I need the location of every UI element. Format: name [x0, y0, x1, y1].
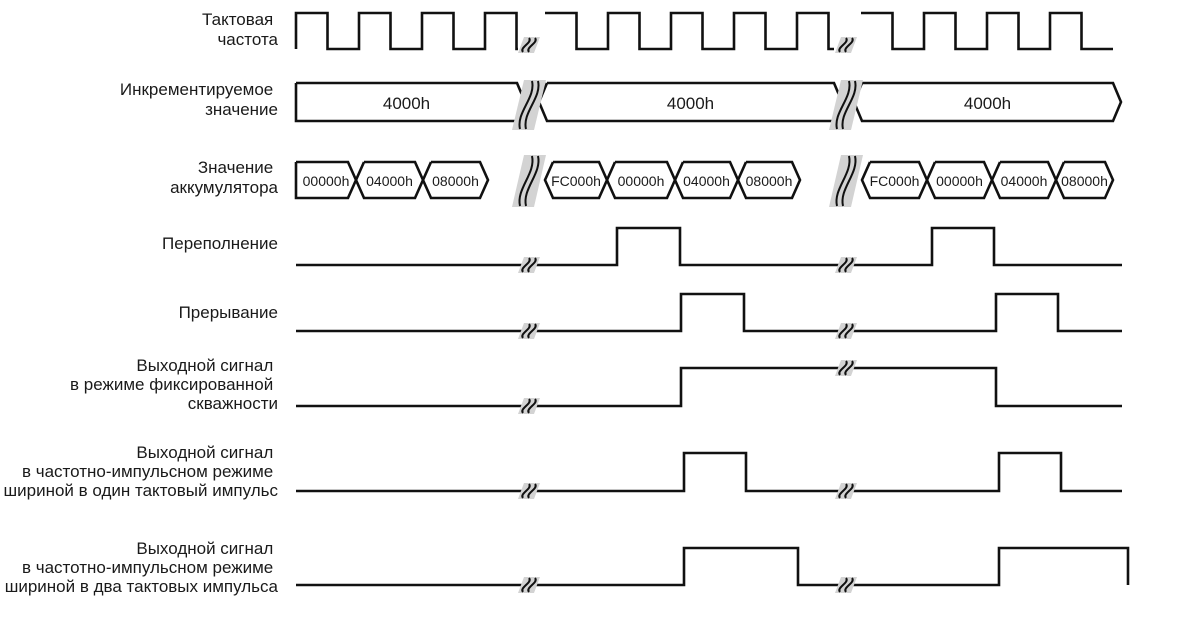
accumulator-cell — [294, 160, 358, 200]
label-accumulator-value: Значение аккумулятора — [170, 158, 278, 197]
accumulator-value: FC000h — [870, 173, 920, 189]
accumulator-cell — [925, 160, 994, 200]
accumulator-value: 00000h — [936, 173, 983, 189]
label-overflow: Переполнение — [162, 234, 278, 253]
accumulator-value: 00000h — [618, 173, 665, 189]
break-marker — [829, 155, 863, 207]
break-marker — [835, 360, 857, 376]
break-marker — [835, 483, 857, 499]
accumulator-value: 04000h — [683, 173, 730, 189]
increment-value: 4000h — [964, 94, 1011, 113]
accumulator-cell — [605, 160, 677, 200]
break-marker — [835, 577, 857, 593]
break-marker — [518, 483, 540, 499]
accumulator-cell — [990, 160, 1058, 200]
accumulator-value: 00000h — [303, 173, 350, 189]
accumulator-value: FC000h — [551, 173, 601, 189]
break-marker — [518, 398, 540, 414]
label-fixed-duty-output: Выходной сигнал в режиме фиксированной с… — [70, 356, 278, 413]
accumulator-cell — [1054, 160, 1115, 200]
increment-value: 4000h — [383, 94, 430, 113]
increment-value: 4000h — [667, 94, 714, 113]
break-marker — [829, 80, 863, 130]
break-marker — [835, 257, 857, 273]
accumulator-cell — [421, 160, 490, 200]
accumulator-cell — [543, 160, 609, 200]
clock-wave-seg3 — [861, 11, 1113, 51]
signal-labels: Тактовая частота Инкрементируемое значен… — [4, 10, 279, 596]
accumulator-cell — [354, 160, 425, 200]
label-interrupt: Прерывание — [179, 303, 278, 322]
accumulator-value: 08000h — [432, 173, 479, 189]
accumulator-value: 04000h — [366, 173, 413, 189]
break-marker — [518, 577, 540, 593]
label-increment-value: Инкрементируемое значение — [120, 80, 278, 119]
break-marker — [518, 257, 540, 273]
break-marker — [518, 323, 540, 339]
break-marker — [835, 323, 857, 339]
break-marker — [512, 80, 546, 130]
clock-wave-seg2 — [545, 11, 834, 51]
pulse-1clk-wave — [296, 451, 1122, 493]
break-marker — [512, 155, 546, 207]
interrupt-wave — [296, 292, 1122, 333]
clock-wave-seg1 — [294, 11, 518, 51]
accumulator-cell — [860, 160, 929, 200]
overflow-wave — [296, 226, 1122, 267]
accumulator-value: 08000h — [746, 173, 793, 189]
label-pulse-2clk-output: Выходной сигнал в частотно-импульсном ре… — [5, 539, 279, 596]
fixed-duty-wave — [296, 366, 1122, 408]
label-pulse-1clk-output: Выходной сигнал в частотно-импульсном ре… — [4, 443, 279, 500]
accumulator-cell — [673, 160, 740, 200]
waveforms: 4000h 4000h 4000h 00000h 04000h 08000h FC000h 0… — [294, 11, 1130, 593]
label-clock: Тактовая частота — [202, 10, 279, 49]
accumulator-value: 04000h — [1001, 173, 1048, 189]
accumulator-cell — [736, 160, 802, 200]
break-marker — [835, 37, 857, 53]
pulse-2clk-wave — [296, 546, 1130, 587]
accumulator-value: 08000h — [1061, 173, 1108, 189]
break-marker — [518, 37, 540, 53]
